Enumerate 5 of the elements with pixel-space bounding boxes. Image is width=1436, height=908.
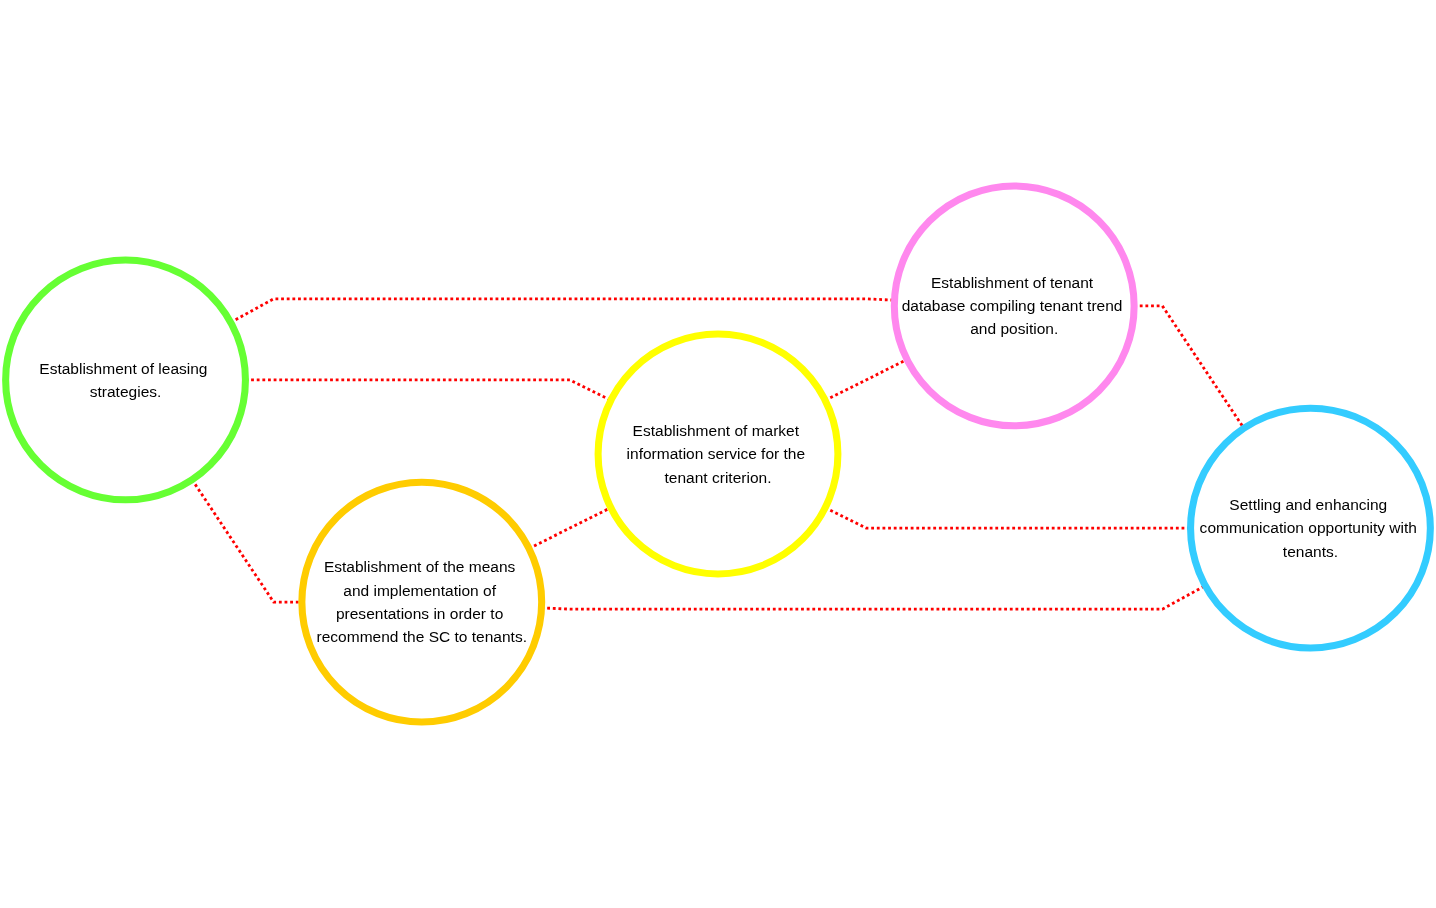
- node-circle: Establishment of the means and implementation of presentations in order to recommend the SC to tenants.: [298, 478, 546, 726]
- node-circle: Establishment of tenant database compiling tenant trend and position.: [890, 182, 1138, 430]
- node-circle: Establishment of leasing strategies.: [2, 256, 249, 504]
- node-circle: Establishment of market information service for the tenant criterion.: [594, 330, 842, 578]
- node-circle: Settling and enhancing communication opportunity with tenants.: [1187, 404, 1434, 652]
